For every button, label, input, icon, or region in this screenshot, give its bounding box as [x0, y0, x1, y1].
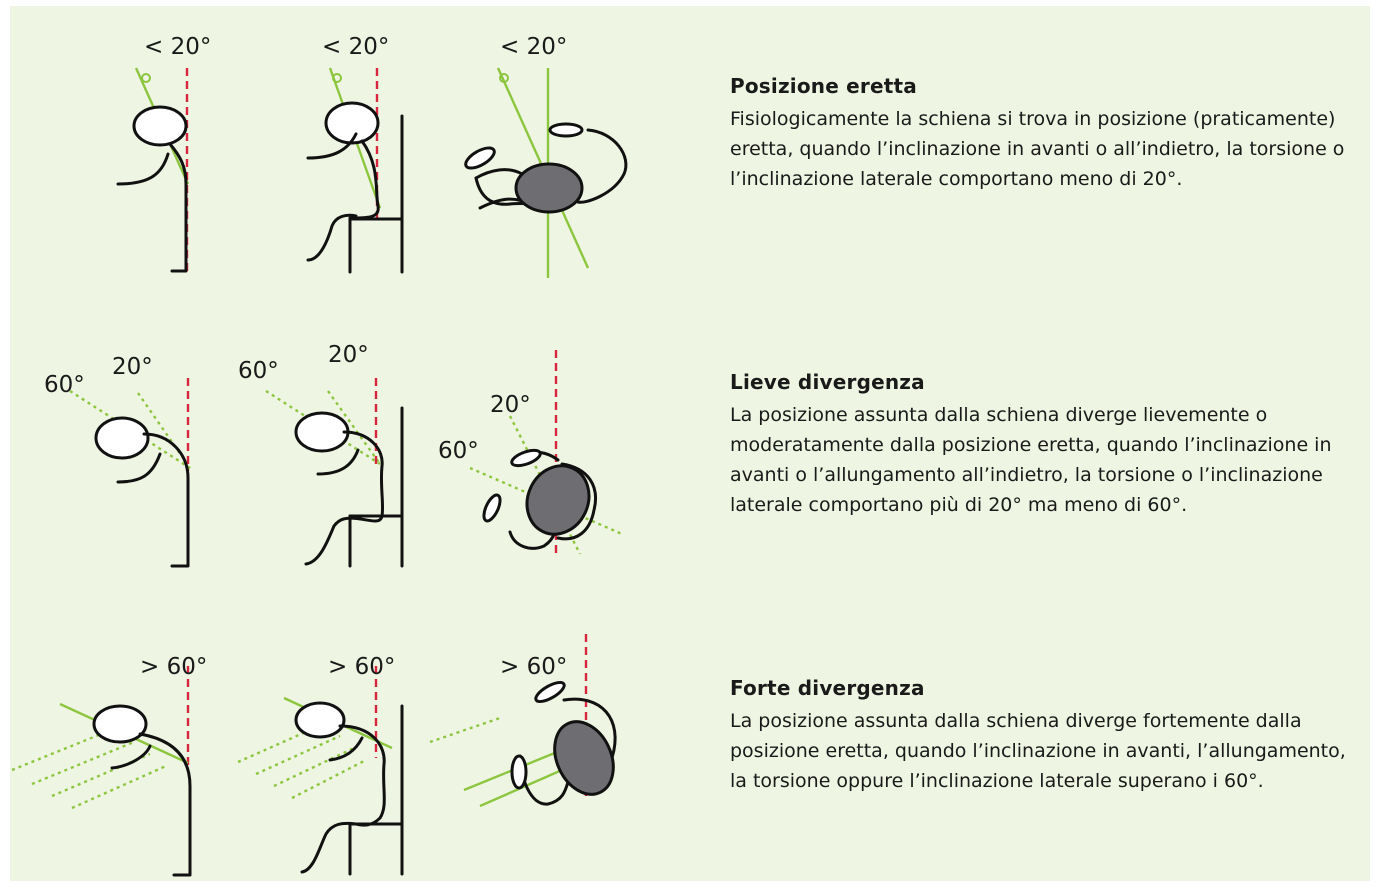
angle-label-topview-slight-20: 20° — [490, 392, 531, 418]
angle-label-sitting-slight-20: 20° — [328, 342, 369, 368]
angle-label-sitting-upright: < 20° — [322, 34, 389, 60]
topview-strong-figure — [429, 634, 617, 808]
topview-slight-figure — [469, 350, 623, 555]
angle-label-standing-strong: > 60° — [140, 654, 207, 680]
angle-label-sitting-strong: > 60° — [328, 654, 395, 680]
standing-strong-figure — [11, 666, 192, 877]
section-slight-divergence: Lieve divergenza La posizione assunta da… — [730, 370, 1360, 520]
angle-label-sitting-slight-60: 60° — [238, 358, 279, 384]
section-upright-text: Fisiologicamente la schiena si trova in … — [730, 108, 1345, 190]
row-slight-divergence: 60° 20° 60° 20° 20° 60° — [44, 342, 623, 568]
section-slight-text: La posizione assunta dalla schiena diver… — [730, 404, 1332, 516]
angle-label-topview-slight-60: 60° — [438, 438, 479, 464]
posture-diagrams: < 20° < 20° < 20° — [11, 34, 628, 877]
angle-label-topview-upright: < 20° — [500, 34, 567, 60]
sitting-upright-figure — [306, 67, 404, 274]
standing-upright-figure — [116, 67, 190, 273]
row-upright: < 20° < 20° < 20° — [116, 34, 628, 278]
section-strong-divergence: Forte divergenza La posizione assunta da… — [730, 676, 1360, 796]
angle-label-topview-strong: > 60° — [500, 654, 567, 680]
angle-label-standing-upright: < 20° — [144, 34, 211, 60]
section-strong-title: Forte divergenza — [730, 676, 925, 700]
sitting-strong-figure — [237, 666, 404, 876]
section-upright: Posizione eretta Fisiologicamente la sch… — [730, 74, 1360, 194]
standing-slight-figure — [69, 378, 191, 568]
angle-label-standing-slight-20: 20° — [112, 354, 153, 380]
topview-upright-figure — [464, 67, 628, 278]
content-panel: < 20° < 20° < 20° — [10, 6, 1370, 881]
angle-label-standing-slight-60: 60° — [44, 372, 85, 398]
row-strong-divergence: > 60° > 60° > 60 — [11, 634, 617, 877]
section-slight-title: Lieve divergenza — [730, 370, 925, 394]
section-upright-title: Posizione eretta — [730, 74, 917, 98]
sitting-slight-figure — [265, 378, 404, 568]
section-strong-text: La posizione assunta dalla schiena diver… — [730, 710, 1346, 792]
